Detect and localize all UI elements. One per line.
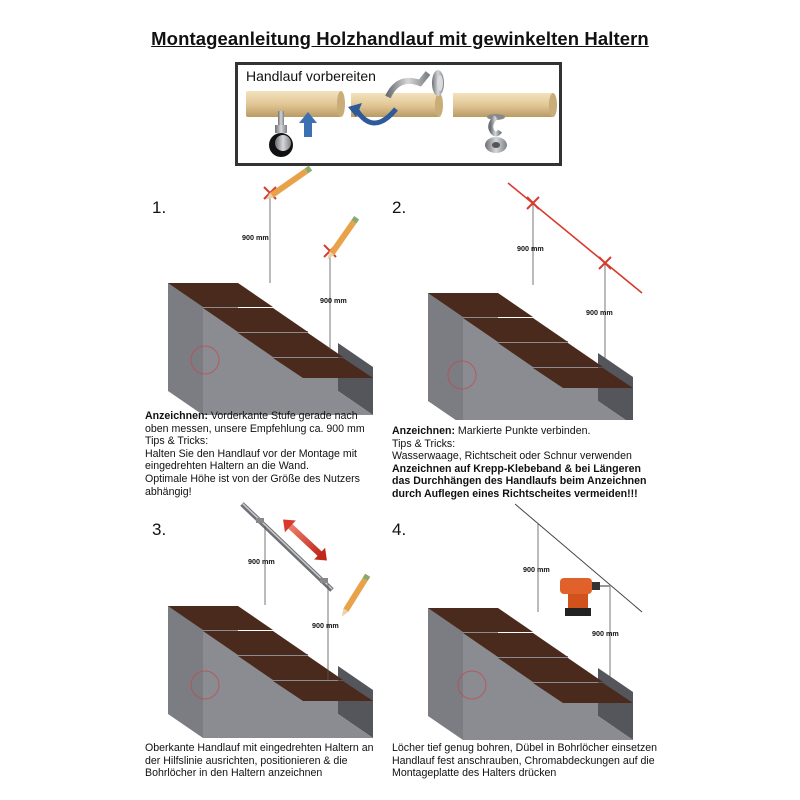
step-4-description: Löcher tief genug bohren, Dübel in Bohrl… [392,742,662,780]
prep-panel: Handlauf vorbereiten [235,62,562,166]
watermark-seal [457,670,487,700]
watermark-seal [190,345,220,375]
pencil-icon [327,216,360,260]
measure-label-4a: 900 mm [523,565,550,574]
measure-label-1a: 900 mm [242,233,269,242]
prep-frame-1 [246,91,345,157]
measure-label-4b: 900 mm [592,629,619,638]
scene-step-4: 900 mm 900 mm [428,503,643,740]
measure-label-2b: 900 mm [586,308,613,317]
step-2-lead: Anzeichnen: [392,425,455,437]
arrow-up-icon [299,112,317,137]
prep-label: Handlauf vorbereiten [246,68,376,84]
step-2-warning: Anzeichnen auf Krepp-Klebeband & bei Län… [392,462,647,500]
step-1-tips: Tips & Tricks: [145,435,209,448]
pencil-icon [341,573,371,617]
step-number-2: 2. [392,198,407,217]
step-1-description: Anzeichnen: Vorderkante Stufe gerade nac… [145,410,380,498]
double-arrow-icon [283,519,327,561]
bracket-arm-2 [385,71,431,99]
step-1-lead: Anzeichnen: [145,410,208,422]
page-title: Montageanleitung Holzhandlauf mit gewink… [151,28,649,49]
step-number-3: 3. [152,520,167,539]
drill-icon [560,578,610,616]
step-3-text: Oberkante Handlauf mit eingedrehten Halt… [145,742,374,780]
handrail-wood-3 [453,93,553,117]
step-1-tip-text: Halten Sie den Handlauf vor der Montage … [145,447,357,473]
measure-label-3a: 900 mm [248,557,275,566]
prep-frame-3 [453,93,557,153]
step-number-4: 4. [392,520,407,539]
watermark-seal [447,360,477,390]
rotate-arrow-icon [353,107,398,126]
watermark-seal [190,670,220,700]
prep-illustration [246,70,557,157]
scene-step-3: 900 mm 900 mm [168,502,373,738]
measure-label-3b: 900 mm [312,621,339,630]
guide-line [514,503,643,613]
step-3-description: Oberkante Handlauf mit eingedrehten Halt… [145,742,380,780]
pencil-icon [265,165,313,200]
bracket-arm-3 [488,115,503,137]
step-1-tip-text-2: Optimale Höhe ist von der Größe des Nutz… [145,472,360,498]
step-2-tip-text: Wasserwaage, Richtscheit oder Schnur ver… [392,450,632,463]
scene-step-2: 900 mm 900 mm [428,182,643,420]
step-number-1: 1. [152,198,167,217]
prep-frame-2 [348,70,444,126]
scene-step-1: 900 mm 900 mm [168,165,373,415]
handrail-wood-1 [246,91,341,117]
mark-cross-icon [526,196,540,210]
mark-cross-icon [598,256,612,270]
step-2-description: Anzeichnen: Markierte Punkte verbinden. … [392,425,654,501]
bracket-stem-1 [278,111,284,129]
measure-label-2a: 900 mm [517,244,544,253]
step-1-text: Vorderkante Stufe gerade nach oben messe… [145,410,365,435]
step-2-tips: Tips & Tricks: [392,437,456,450]
step-4-text: Löcher tief genug bohren, Dübel in Bohrl… [392,742,658,780]
measure-label-1b: 900 mm [320,296,347,305]
step-2-text: Markierte Punkte verbinden. [454,425,591,437]
